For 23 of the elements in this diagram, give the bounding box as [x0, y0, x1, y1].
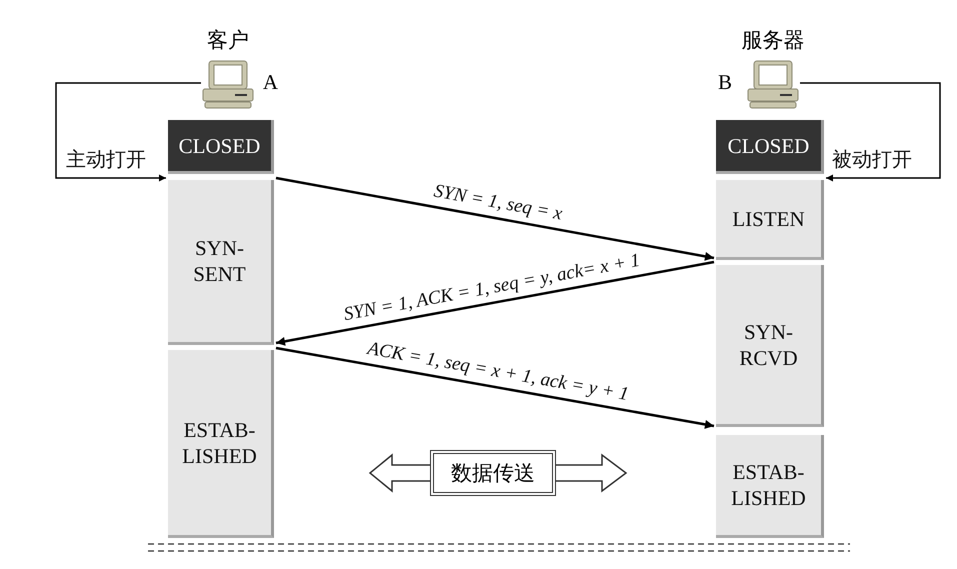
- block-arrow: [368, 453, 431, 493]
- edge-label: ACK = 1, seq = x + 1, ack = y + 1: [365, 338, 630, 406]
- state-box: SYN- RCVD: [716, 265, 824, 427]
- state-box: CLOSED: [716, 120, 824, 174]
- arrow: [800, 82, 941, 182]
- state-box: CLOSED: [168, 120, 274, 174]
- arrow: [276, 346, 714, 429]
- edge-label: 被动打开: [832, 148, 912, 173]
- arrow: [55, 82, 201, 182]
- state-box: LISTEN: [716, 180, 824, 260]
- state-box: ESTAB- LISHED: [716, 435, 824, 538]
- edge-label: SYN = 1, ACK = 1, seq = y, ack= x + 1: [342, 250, 642, 326]
- state-box: SYN- SENT: [168, 180, 274, 345]
- block-arrow: [555, 454, 628, 492]
- state-box: ESTAB- LISHED: [168, 350, 274, 538]
- host-label: 服务器: [740, 27, 806, 54]
- data-transfer-box: 数据传送: [430, 450, 556, 496]
- edge-label: SYN = 1, seq = x: [432, 180, 564, 226]
- host-label: 客户: [206, 27, 250, 54]
- host-letter: A: [262, 70, 278, 94]
- edge-label: 主动打开: [66, 148, 146, 173]
- host-letter: B: [718, 70, 732, 94]
- arrow: [276, 260, 714, 346]
